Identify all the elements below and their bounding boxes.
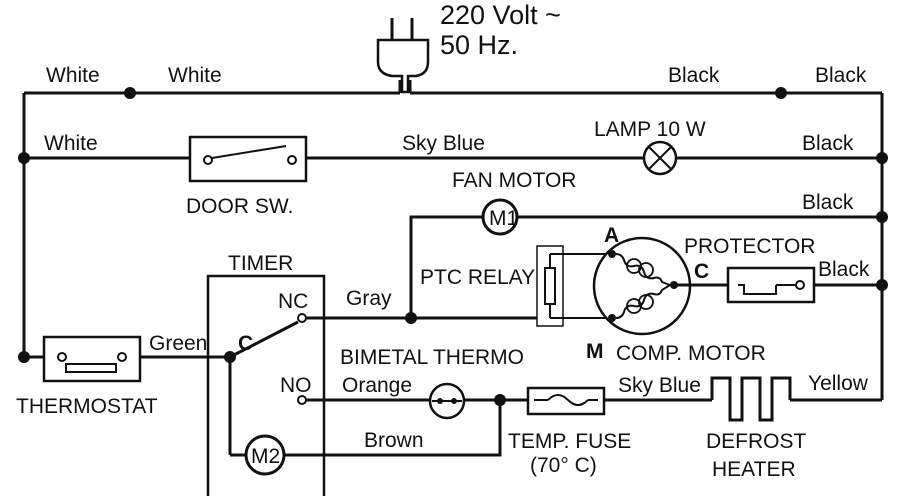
ptc-relay xyxy=(536,245,564,327)
wire-label-black: Black xyxy=(818,258,870,281)
frequency-label: 50 Hz. xyxy=(440,30,518,60)
junction-dot xyxy=(224,351,236,363)
brown-wire xyxy=(284,400,502,457)
temp-fuse-label: TEMP. FUSE xyxy=(508,430,631,453)
terminal-a-label: A xyxy=(604,224,619,247)
protector xyxy=(726,266,816,304)
compressor-motor xyxy=(592,236,692,336)
wire-label-white: White xyxy=(46,64,100,87)
ptc-relay-label: PTC RELAY xyxy=(420,266,535,289)
wire-label-brown: Brown xyxy=(364,429,424,452)
fan-motor-icon: M1 xyxy=(481,198,519,236)
wire-label-sky-blue: Sky Blue xyxy=(618,374,701,397)
wire-label-gray: Gray xyxy=(346,287,392,310)
top-bus-wire xyxy=(24,80,882,95)
door-switch xyxy=(188,135,308,183)
terminal-nc-label: NC xyxy=(278,290,308,313)
junction-dot xyxy=(775,87,787,99)
terminal-c-comp-label: C xyxy=(694,260,709,283)
fan-motor-symbol: M1 xyxy=(489,207,518,230)
wire-label-white: White xyxy=(44,132,98,155)
defrost-heater-label: DEFROST xyxy=(706,430,807,453)
lamp-icon xyxy=(642,140,678,176)
terminal-no-label: NO xyxy=(280,374,312,397)
timer-box xyxy=(206,274,326,496)
wire-label-black: Black xyxy=(802,191,854,214)
power-plug-icon xyxy=(376,18,430,94)
door-switch-label: DOOR SW. xyxy=(186,195,293,218)
junction-dot xyxy=(405,312,417,324)
wire-label-yellow: Yellow xyxy=(808,372,869,395)
fan-motor-label: FAN MOTOR xyxy=(452,169,576,192)
bimetal-thermo-label: BIMETAL THERMO xyxy=(340,346,524,369)
timer-motor-symbol: M2 xyxy=(251,445,280,468)
timer-terminal-nc xyxy=(297,313,307,323)
timer-terminal-no xyxy=(297,395,307,405)
wire-label-black: Black xyxy=(668,64,720,87)
timer-label: TIMER xyxy=(228,252,293,275)
thermostat xyxy=(42,335,142,383)
terminal-m-label: M xyxy=(586,340,604,363)
junction-dot xyxy=(124,87,136,99)
timer-switch-arm xyxy=(229,320,299,359)
fan-motor-wire xyxy=(409,215,482,318)
wire-label-white: White xyxy=(168,64,222,87)
wire-label-orange: Orange xyxy=(342,374,412,397)
lamp-label: LAMP 10 W xyxy=(594,118,706,141)
thermostat-label: THERMOSTAT xyxy=(16,395,158,418)
protector-label: PROTECTOR xyxy=(684,235,815,258)
voltage-label: 220 Volt ~ xyxy=(440,0,561,30)
bimetal-thermo-icon xyxy=(428,382,466,420)
defrost-heater-label-2: HEATER xyxy=(712,458,796,481)
wire-label-black: Black xyxy=(802,132,854,155)
wire-label-sky-blue: Sky Blue xyxy=(402,132,485,155)
wire-label-green: Green xyxy=(149,332,207,355)
defrost-heater-icon xyxy=(710,376,792,422)
wire-label-black: Black xyxy=(815,64,867,87)
timer-motor-icon: M2 xyxy=(244,434,286,476)
temp-fuse xyxy=(526,386,606,416)
comp-motor-label: COMP. MOTOR xyxy=(616,342,766,365)
temp-fuse-rating: (70° C) xyxy=(530,454,597,477)
